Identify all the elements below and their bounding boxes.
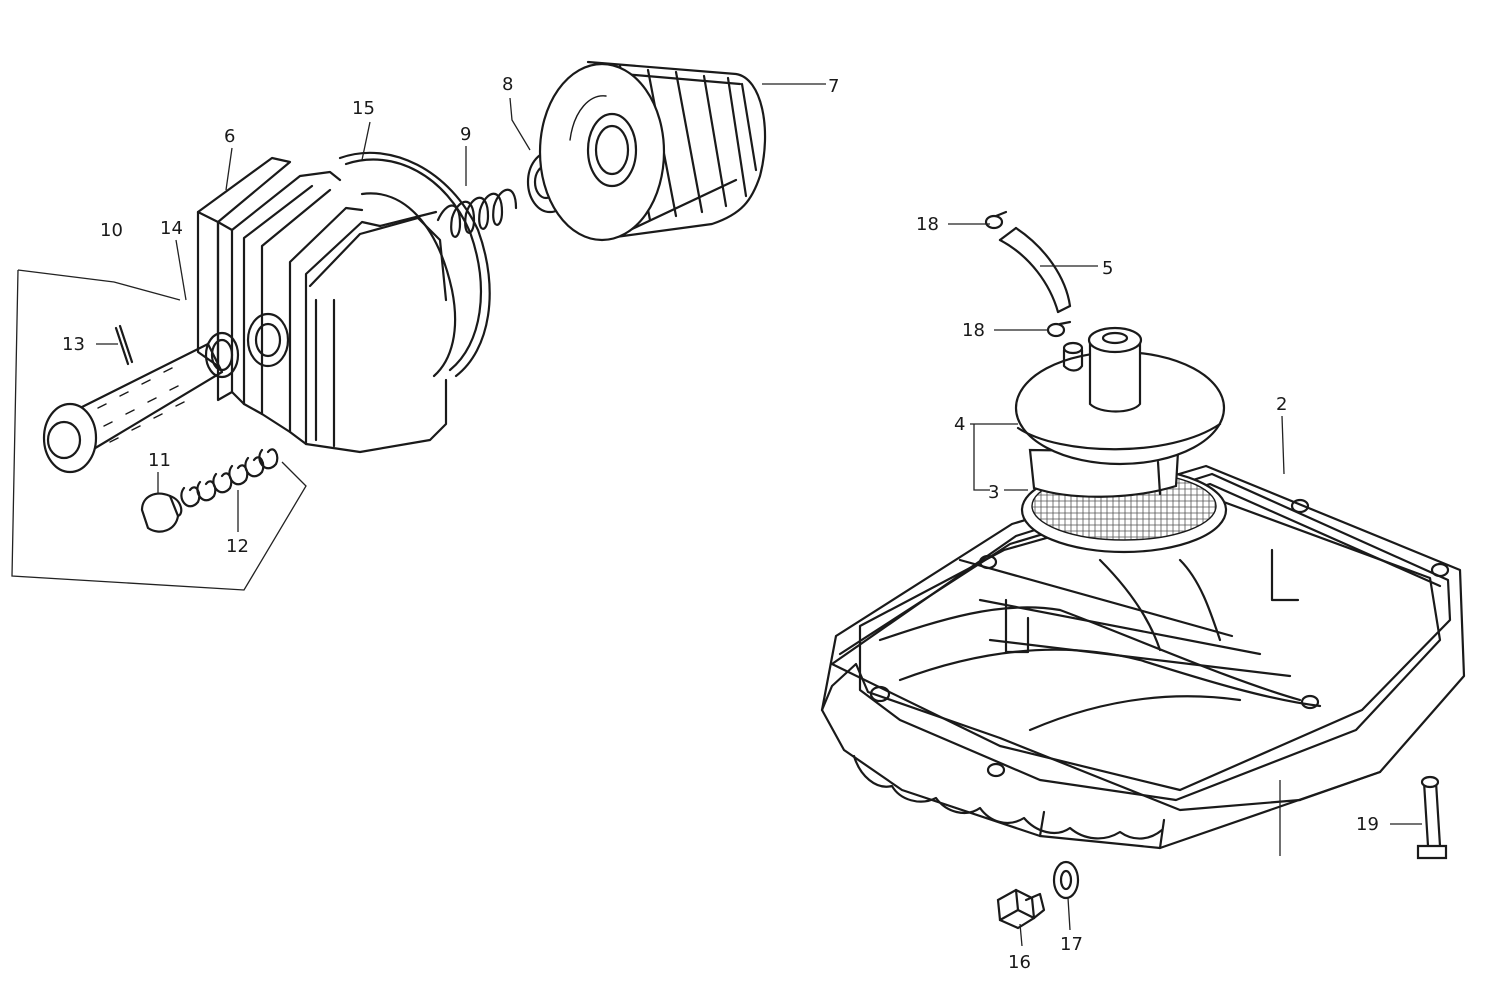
callout-19: 19	[1356, 814, 1379, 835]
callout-9: 9	[460, 124, 471, 145]
callout-16: 16	[1008, 952, 1031, 973]
callout-14: 14	[160, 218, 183, 239]
callout-17: 17	[1060, 934, 1083, 955]
sealing-washer-part	[1052, 860, 1080, 900]
callout-5: 5	[1102, 258, 1113, 279]
drain-bolt-part	[996, 888, 1046, 930]
long-bolt-part	[1416, 775, 1448, 860]
tube-o-ring-part	[204, 331, 240, 379]
oil-filter-part	[538, 60, 767, 242]
callout-18-lower: 18	[962, 320, 985, 341]
callout-15: 15	[352, 98, 375, 119]
hose-clip-part	[1046, 320, 1072, 338]
callout-labels: 2 3 4 5 6 7 8 9 10 11 12 13 14 15 16 17 …	[62, 74, 1379, 973]
callout-13: 13	[62, 334, 85, 355]
relief-spring-part	[180, 448, 279, 508]
cover-o-ring-part	[338, 151, 491, 378]
callout-3: 3	[988, 482, 999, 503]
callout-8: 8	[502, 74, 513, 95]
spring-part	[436, 188, 518, 238]
callout-10: 10	[100, 220, 123, 241]
hose-clip-part	[984, 210, 1008, 230]
leader-lines	[96, 83, 1422, 947]
callout-2: 2	[1276, 394, 1287, 415]
strainer-housing-part	[1014, 326, 1226, 498]
callout-6: 6	[224, 126, 235, 147]
callout-18-upper: 18	[916, 214, 939, 235]
cotter-pin-part	[114, 324, 134, 366]
strainer-group-bracket	[11, 269, 307, 591]
callout-11: 11	[148, 450, 171, 471]
pump-cover-part	[196, 156, 448, 454]
breather-hose-part	[998, 226, 1072, 314]
strainer-screen-part	[42, 342, 224, 474]
callout-4: 4	[954, 414, 965, 435]
callout-12: 12	[226, 536, 249, 557]
relief-valve-plunger-part	[140, 492, 183, 533]
callout-7: 7	[828, 76, 839, 97]
